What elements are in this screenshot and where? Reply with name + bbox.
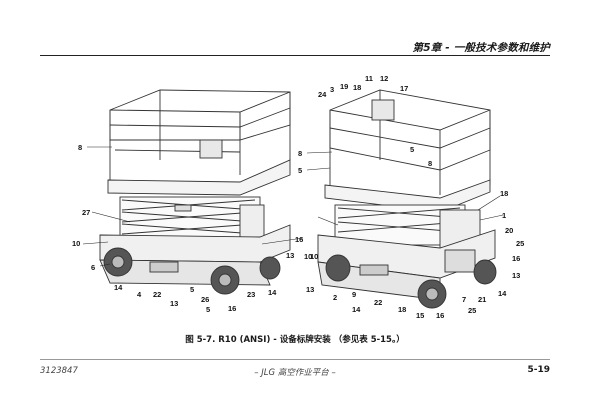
callout-9: 9: [352, 290, 356, 299]
callout-24: 24: [318, 90, 327, 99]
callout-8: 8: [78, 143, 82, 152]
callout-14b: 14: [268, 288, 277, 297]
callout-26: 26: [201, 295, 209, 304]
callout-12: 12: [380, 74, 388, 83]
callout-25: 25: [516, 239, 524, 248]
callout-4: 4: [137, 290, 142, 299]
callout-13c: 13: [512, 271, 520, 280]
callout-5d: 5: [410, 145, 414, 154]
callout-15: 15: [416, 311, 424, 320]
callout-16b: 16: [295, 235, 303, 244]
callout-6: 6: [91, 263, 95, 272]
callout-14: 14: [114, 283, 123, 292]
callout-10: 10: [72, 239, 80, 248]
callout-14c: 14: [352, 305, 361, 314]
document-number: 3123847: [40, 366, 78, 376]
header-divider: [40, 55, 550, 56]
callout-16c: 16: [512, 254, 520, 263]
chapter-title: 第5章 - 一般技术参数和维护: [412, 42, 550, 54]
callout-17: 17: [400, 84, 408, 93]
callout-7: 7: [462, 295, 466, 304]
right-machine: [317, 89, 497, 309]
callout-10c: 10: [310, 252, 318, 261]
footer-divider: [40, 359, 550, 360]
figure-caption: 图 5-7. R10 (ANSI) - 设备标牌安装 （参见表 5-15。）: [185, 335, 405, 345]
callout-3: 3: [330, 85, 334, 94]
callout-18c: 18: [398, 305, 406, 314]
callout-5c: 5: [298, 166, 302, 175]
callout-18: 18: [353, 83, 361, 92]
callout-2: 2: [333, 293, 337, 302]
callout-5: 5: [190, 285, 194, 294]
left-machine: [99, 89, 291, 295]
leader-lines: [82, 146, 504, 267]
callout-labels: 8 27 10 6 14 4 22 13 5 26 5 16 23 14 13 …: [72, 74, 524, 320]
callout-16d: 16: [436, 311, 444, 320]
callout-19: 19: [340, 82, 348, 91]
callout-20: 20: [505, 226, 513, 235]
callout-13: 13: [170, 299, 178, 308]
footer-brand: – JLG 高空作业平台 –: [254, 368, 336, 378]
page-number: 5-19: [527, 365, 550, 375]
callout-25b: 25: [468, 306, 476, 315]
callout-22c: 22: [374, 298, 382, 307]
callout-1: 1: [502, 211, 506, 220]
callout-27: 27: [82, 208, 90, 217]
callout-5b: 5: [206, 305, 210, 314]
callout-13b: 13: [286, 251, 294, 260]
callout-22: 22: [153, 290, 161, 299]
callout-18b: 18: [500, 189, 508, 198]
callout-16: 16: [228, 304, 236, 313]
callout-11: 11: [365, 74, 373, 83]
callout-23: 23: [247, 290, 255, 299]
callout-13d: 13: [306, 285, 314, 294]
callout-14d: 14: [498, 289, 507, 298]
callout-10b: 10: [304, 252, 312, 261]
callout-8d: 8: [428, 159, 432, 168]
callout-8c: 8: [298, 149, 302, 158]
callout-21: 21: [478, 295, 486, 304]
